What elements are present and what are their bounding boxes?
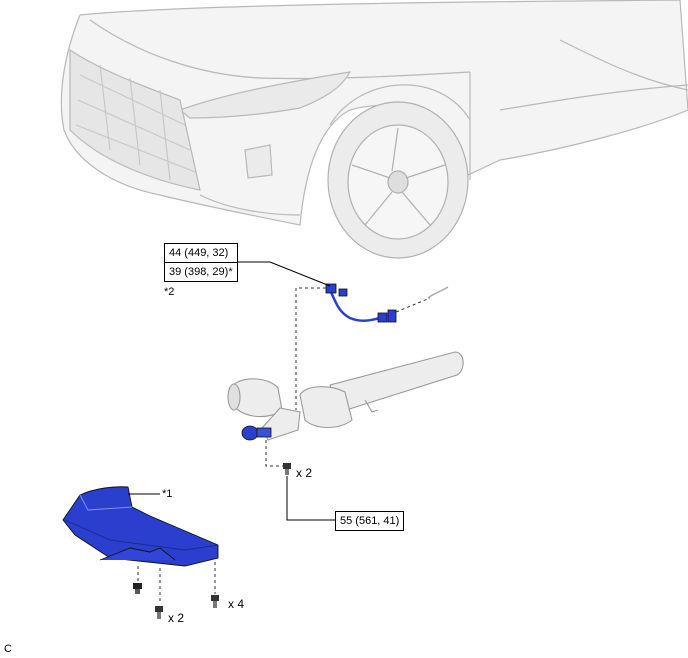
vehicle-front-illustration xyxy=(60,0,688,226)
sensor-bolt xyxy=(283,463,291,475)
torque-bottom-leader xyxy=(286,476,335,521)
torque-value-3: 55 (561, 41) xyxy=(340,515,400,527)
air-fuel-ratio-sensor xyxy=(241,425,272,441)
under-cover-bolt-right xyxy=(211,595,219,608)
quantity-left-bolts: x 2 xyxy=(168,611,185,625)
torque-spec-bolt: 55 (561, 41) xyxy=(335,511,405,531)
torque-spec-sensor: 44 (449, 32) 39 (398, 29)* xyxy=(164,243,238,282)
quantity-right-bolts: x 4 xyxy=(228,597,245,611)
torque-value-1: 44 (449, 32) xyxy=(169,247,229,259)
front-wheel xyxy=(327,101,469,259)
air-fuel-ratio-sensor-harness xyxy=(325,283,397,323)
exhaust-pipe-assembly xyxy=(227,351,464,441)
callout-1: *1 xyxy=(162,488,173,500)
sensor-dash-line xyxy=(295,287,326,410)
illustration-code: C xyxy=(4,643,12,655)
connector-dash-line xyxy=(395,297,431,313)
torque-top-leader xyxy=(234,261,331,287)
quantity-sensor-bolts: x 2 xyxy=(296,466,313,480)
bolt-dash-line xyxy=(265,440,283,467)
engine-under-cover xyxy=(62,486,219,567)
under-cover-clip xyxy=(133,583,142,594)
torque-value-2: 39 (398, 29)* xyxy=(165,262,237,281)
under-cover-bolt-left xyxy=(155,606,163,619)
under-cover-dash-lines xyxy=(137,562,216,604)
callout-2: *2 xyxy=(164,286,175,298)
body-connector-outline xyxy=(427,286,449,299)
